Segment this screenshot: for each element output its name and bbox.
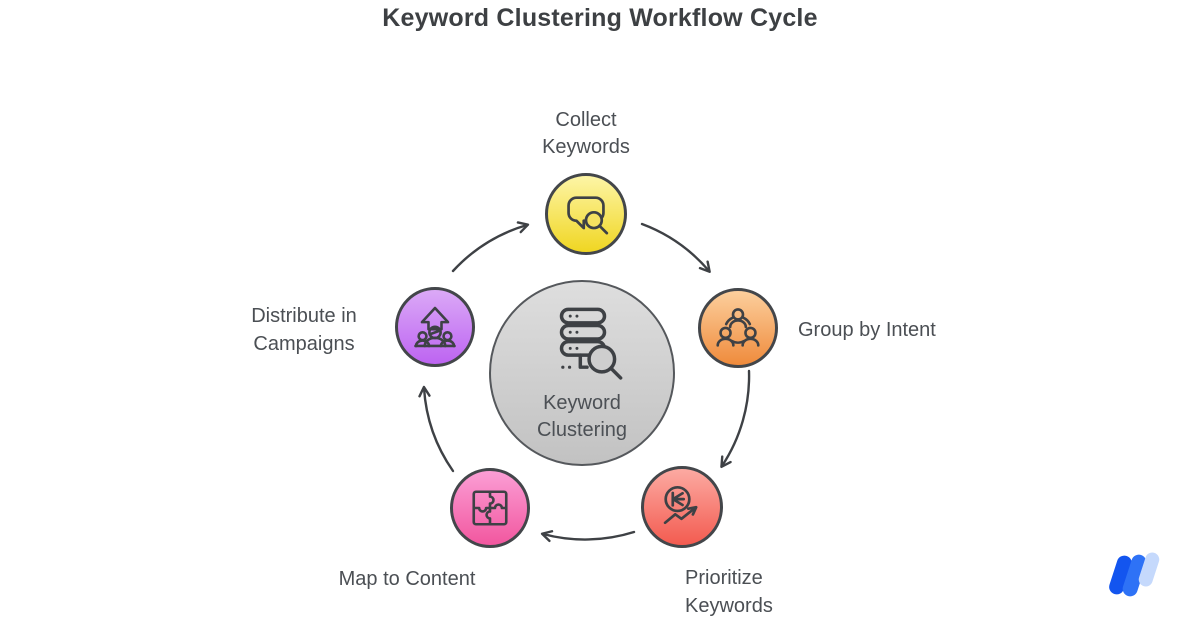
puzzle-icon [464,482,516,534]
people-network-icon [712,302,764,354]
arrow-distribute-to-collect [451,221,530,273]
node-prioritize-keywords [641,466,723,548]
writer-logo [1105,546,1167,609]
label-map-to-content: Map to Content [338,568,476,590]
arrow-map-to-distribute [418,385,455,473]
label-group-by-intent: Group by Intent [798,319,936,341]
arrow-collect-to-group [640,222,711,273]
database-search-icon [540,300,626,386]
page-title: Keyword Clustering Workflow Cycle [382,4,818,32]
speech-bubble-search-icon [559,187,613,241]
node-collect-keywords [545,173,627,255]
label-prioritize-keywords: Prioritize Keywords [685,567,773,617]
node-map-to-content [450,468,530,548]
launch-people-icon [409,301,461,353]
arrow-prioritize-to-map [540,530,636,543]
arrow-group-to-prioritize [720,369,751,469]
label-collect-keywords: Collect Keywords [542,109,630,158]
node-distribute-in-campaigns [395,287,475,367]
center-node-label: Keyword Clustering [536,392,628,441]
node-group-by-intent [698,288,778,368]
label-distribute-in-campaigns: Distribute in Campaigns [251,305,357,355]
keyword-trend-icon [655,480,709,534]
writer-logo-strokes [1109,552,1160,597]
